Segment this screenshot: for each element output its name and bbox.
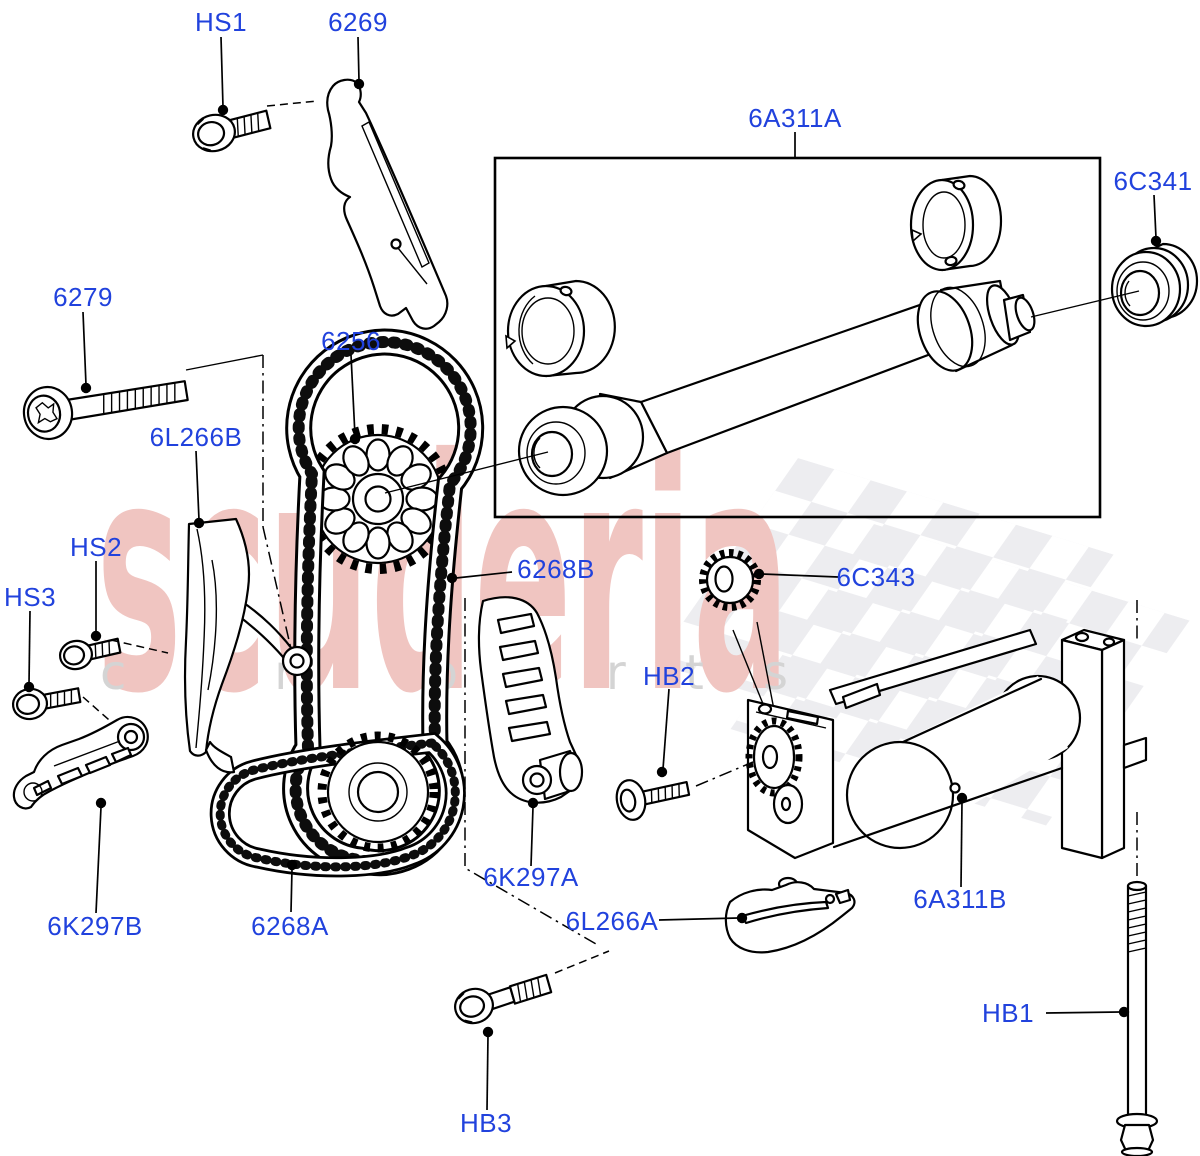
leader-dots [23, 78, 1162, 1038]
part-label-6C343: 6C343 [836, 562, 916, 592]
tensioner-6L266A [724, 876, 856, 954]
tensioner-arm-6L266B [183, 517, 313, 774]
chain-guide-6K297B [12, 715, 149, 810]
bearing-shell-front [505, 279, 616, 378]
bracket-6269 [326, 78, 449, 330]
bolt-HS3 [11, 687, 82, 721]
part-label-6A311A: 6A311A [748, 103, 842, 133]
part-label-HS2: HS2 [69, 532, 123, 562]
bushing-6C341 [1110, 242, 1199, 328]
part-label-6K297B: 6K297B [47, 911, 143, 941]
bolt-HB3 [454, 973, 553, 1025]
part-label-HB1: HB1 [981, 998, 1035, 1028]
chain-guide-6K297A [477, 596, 584, 804]
bolt-HS1 [192, 109, 272, 153]
bearing-shell-rear [909, 174, 1003, 272]
part-label-HS3: HS3 [3, 582, 57, 612]
part-label-HS1: HS1 [194, 7, 248, 37]
part-label-6L266A: 6L266A [565, 906, 659, 936]
part-label-6268B: 6268B [517, 554, 595, 584]
part-label-6C341: 6C341 [1113, 166, 1193, 196]
bolt-6279 [22, 380, 189, 441]
lower-sprocket [317, 731, 439, 853]
bolt-HB2 [615, 779, 691, 821]
housing-6A311B [745, 628, 1148, 860]
balance-shaft [517, 279, 1036, 497]
part-label-6256: 6256 [321, 326, 381, 356]
bolt-HB1 [1115, 600, 1159, 1156]
part-label-6L266B: 6L266B [149, 422, 243, 452]
part-label-HB2: HB2 [642, 661, 696, 691]
part-label-6269: 6269 [328, 7, 388, 37]
bolt-HS2 [58, 637, 122, 671]
part-label-HB3: HB3 [459, 1108, 513, 1138]
balance-shaft-kit-box [493, 156, 1102, 519]
part-label-6268A: 6268A [251, 911, 329, 941]
chain-6268A [209, 732, 466, 878]
part-label-6K297A: 6K297A [483, 862, 579, 892]
part-label-6279: 6279 [53, 282, 113, 312]
gear-6C343 [699, 549, 761, 611]
part-label-6A311B: 6A311B [913, 884, 1007, 914]
leader-lines [28, 36, 1157, 1111]
